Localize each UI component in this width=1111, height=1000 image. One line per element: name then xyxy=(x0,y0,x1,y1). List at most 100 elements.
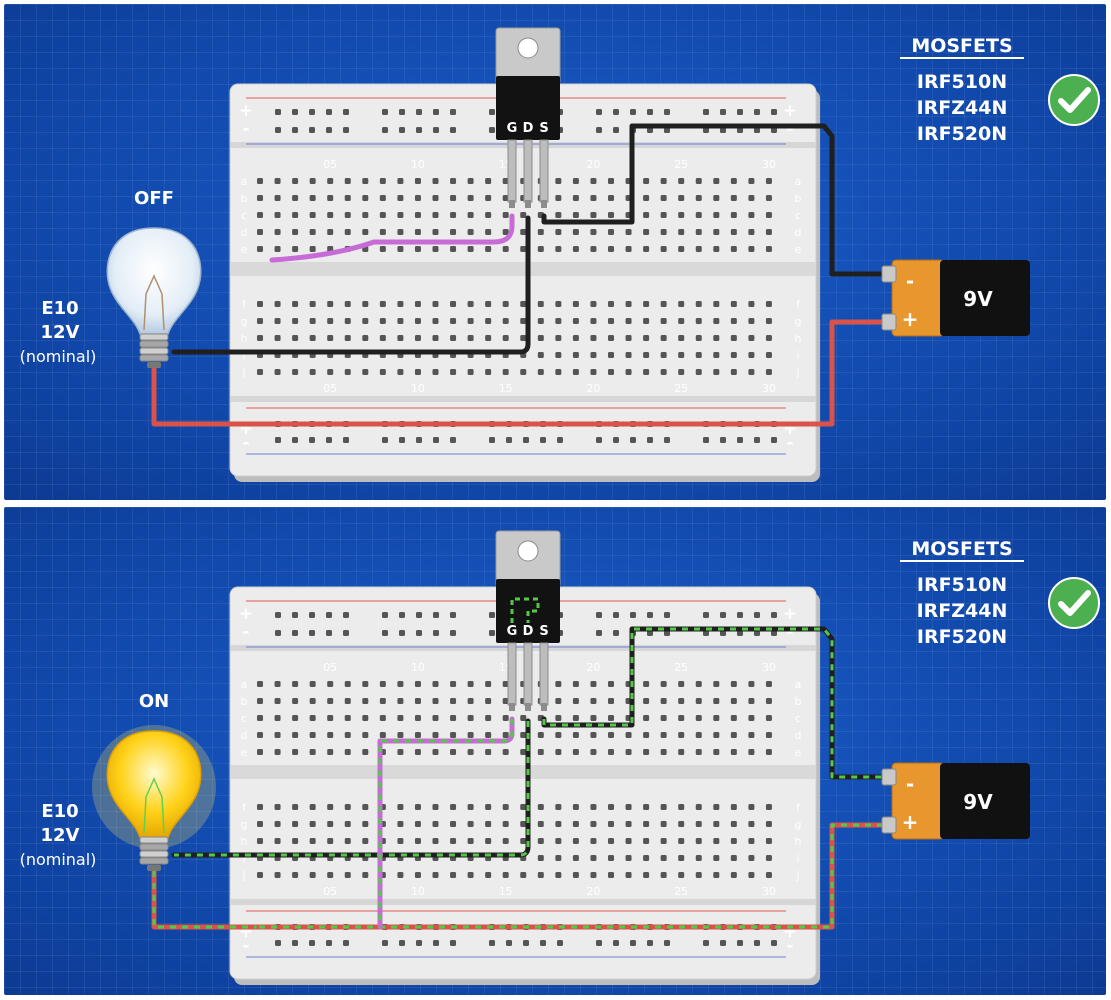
terminal-hole xyxy=(379,301,386,307)
bulb-contact xyxy=(147,865,161,871)
terminal-hole xyxy=(625,369,632,375)
column-number: 05 xyxy=(323,382,337,395)
column-number: 10 xyxy=(411,661,425,674)
mosfet-part-label: IRFZ44N xyxy=(917,97,1008,119)
terminal-hole xyxy=(537,369,544,375)
terminal-hole xyxy=(450,369,457,375)
terminal-hole xyxy=(485,715,492,721)
row-letter: g xyxy=(241,818,248,831)
terminal-hole xyxy=(713,318,720,324)
rail-divider-bottom xyxy=(230,899,816,905)
terminal-hole xyxy=(327,872,334,878)
terminal-hole xyxy=(379,369,386,375)
terminal-hole xyxy=(730,352,737,358)
rail-hole xyxy=(326,127,332,133)
terminal-hole xyxy=(572,369,579,375)
terminal-hole xyxy=(274,246,281,252)
rail-hole xyxy=(489,630,495,636)
terminal-hole xyxy=(678,749,685,755)
bulb-type-label: E10 xyxy=(41,801,78,822)
mosfet-part-label: IRF520N xyxy=(917,626,1007,648)
terminal-hole xyxy=(765,178,772,184)
terminal-hole xyxy=(748,229,755,235)
rail-hole xyxy=(382,109,388,115)
rail-hole xyxy=(664,612,670,618)
rail-hole xyxy=(343,630,349,636)
terminal-hole xyxy=(590,872,597,878)
rail-hole xyxy=(416,612,422,618)
terminal-hole xyxy=(414,872,421,878)
transistor-lead xyxy=(523,642,533,706)
terminal-hole xyxy=(327,369,334,375)
row-letter: d xyxy=(241,226,248,239)
rail-hole xyxy=(720,612,726,618)
terminal-hole xyxy=(450,212,457,218)
rail-hole xyxy=(382,437,388,443)
rail-hole xyxy=(292,109,298,115)
rail-hole xyxy=(596,940,602,946)
terminal-hole xyxy=(292,732,299,738)
terminal-hole xyxy=(309,838,316,844)
rail-hole xyxy=(703,109,709,115)
terminal-hole xyxy=(730,229,737,235)
terminal-hole xyxy=(678,212,685,218)
terminal-hole xyxy=(695,369,702,375)
terminal-hole xyxy=(257,732,263,738)
row-letter: e xyxy=(241,746,248,759)
terminal-hole xyxy=(713,229,720,235)
terminal-hole xyxy=(608,749,614,755)
terminal-hole xyxy=(730,335,737,341)
rail-hole xyxy=(326,630,332,636)
terminal-hole xyxy=(397,369,404,375)
terminal-hole xyxy=(765,838,772,844)
terminal-hole xyxy=(432,821,439,827)
rail-minus-label: - xyxy=(242,433,249,453)
terminal-hole xyxy=(713,195,720,201)
row-letter: h xyxy=(795,332,802,345)
rail-hole xyxy=(326,940,332,946)
terminal-hole xyxy=(730,804,737,810)
row-letter: g xyxy=(795,818,802,831)
terminal-hole xyxy=(520,732,527,738)
lead-tip xyxy=(525,200,531,208)
terminal-hole xyxy=(678,732,685,738)
rail-hole xyxy=(613,127,619,133)
rail-minus-label: - xyxy=(786,622,793,642)
terminal-hole xyxy=(555,246,562,252)
rail-hole xyxy=(647,437,653,443)
terminal-hole xyxy=(625,821,632,827)
rail-hole xyxy=(737,940,743,946)
terminal-hole xyxy=(590,352,597,358)
terminal-hole xyxy=(678,195,685,201)
terminal-hole xyxy=(660,212,667,218)
terminal-hole xyxy=(309,804,316,810)
terminal-hole xyxy=(344,229,351,235)
transistor-lead xyxy=(507,139,517,203)
terminal-hole xyxy=(537,335,544,341)
wire-gate-current xyxy=(378,719,514,927)
rail-hole xyxy=(596,127,602,133)
terminal-hole xyxy=(572,855,579,861)
rail-hole xyxy=(703,612,709,618)
wire-source-to-battery-minus-core xyxy=(541,123,895,277)
rail-hole xyxy=(523,940,529,946)
terminal-hole xyxy=(274,821,281,827)
battery-minus-symbol: - xyxy=(906,269,914,293)
terminal-hole xyxy=(414,318,421,324)
bulb-voltage-label: 12V xyxy=(41,322,80,343)
terminal-hole xyxy=(608,821,614,827)
terminal-hole xyxy=(414,178,421,184)
transistor-lead xyxy=(523,139,533,203)
terminal-hole xyxy=(520,749,527,755)
rail-hole xyxy=(433,127,439,133)
terminal-hole xyxy=(695,301,702,307)
bulb-base-thread xyxy=(139,354,169,362)
terminal-hole xyxy=(344,178,351,184)
terminal-hole xyxy=(257,838,263,844)
terminal-hole xyxy=(695,335,702,341)
lead-tip xyxy=(525,703,531,711)
